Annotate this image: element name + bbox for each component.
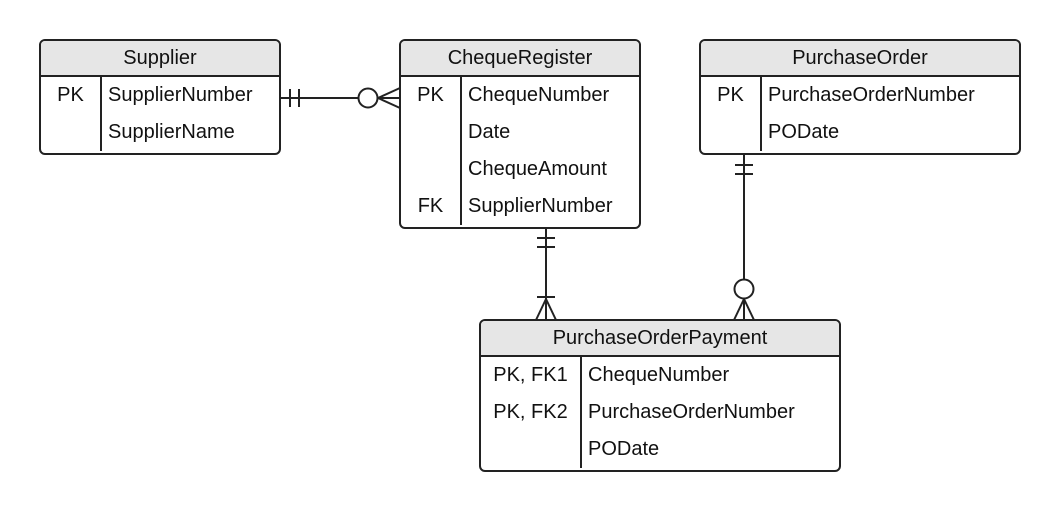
entity-title: Supplier [41,41,279,77]
attribute-column: SupplierNumber SupplierName [102,77,279,151]
relationship-supplier-cheque-register [281,87,401,109]
attribute-name: PODate [768,121,840,143]
attribute-name: SupplierNumber [108,84,253,106]
crowfoot-mark [743,298,755,321]
key-column: PK FK [401,77,462,225]
attribute-name: PODate [588,438,660,460]
crowfoot-mark [377,97,401,109]
key-label [401,151,460,188]
key-column: PK, FK1 PK, FK2 [481,357,582,468]
key-label: PK [417,84,444,106]
entity-body: PK FK ChequeNumber Date ChequeAmount Sup… [401,77,639,225]
key-label: PK, FK1 [493,364,568,386]
key-label: PK [57,84,84,106]
crowfoot-mark [545,298,557,321]
attribute-name: SupplierNumber [468,195,613,217]
attribute-column: PurchaseOrderNumber PODate [762,77,1019,151]
key-label [41,114,100,151]
attribute-name: PurchaseOrderNumber [588,401,795,423]
attribute-name: PurchaseOrderNumber [768,84,975,106]
entity-purchase-order[interactable]: PurchaseOrder PK PurchaseOrderNumber POD… [699,39,1021,155]
crowfoot-mark [535,298,547,321]
crowfoot-mark [733,298,745,321]
relationship-cheque-register-payment [535,229,557,321]
entity-title: PurchaseOrderPayment [481,321,839,357]
attribute-name: Date [468,121,511,143]
key-label [401,114,460,151]
key-label [701,114,760,151]
key-column: PK [41,77,102,151]
key-column: PK [701,77,762,151]
attribute-column: ChequeNumber Date ChequeAmount SupplierN… [462,77,639,225]
zero-circle-mark [357,87,379,109]
attribute-column: ChequeNumber PurchaseOrderNumber PODate [582,357,839,468]
attribute-name: ChequeNumber [468,84,610,106]
entity-supplier[interactable]: Supplier PK SupplierNumber SupplierName [39,39,281,155]
entity-cheque-register[interactable]: ChequeRegister PK FK ChequeNumber Date C… [399,39,641,229]
key-label: PK [717,84,744,106]
zero-circle-mark [733,278,755,300]
entity-body: PK SupplierNumber SupplierName [41,77,279,151]
key-label: FK [417,195,444,217]
entity-body: PK PurchaseOrderNumber PODate [701,77,1019,151]
entity-purchase-order-payment[interactable]: PurchaseOrderPayment PK, FK1 PK, FK2 Che… [479,319,841,472]
attribute-name: ChequeNumber [588,364,730,386]
key-label [481,431,580,468]
attribute-name: ChequeAmount [468,158,607,180]
crowfoot-mark [377,87,401,99]
attribute-name: SupplierName [108,121,235,143]
entity-title: PurchaseOrder [701,41,1019,77]
entity-body: PK, FK1 PK, FK2 ChequeNumber PurchaseOrd… [481,357,839,468]
relationship-purchase-order-payment [733,154,755,321]
entity-title: ChequeRegister [401,41,639,77]
key-label: PK, FK2 [493,401,568,423]
